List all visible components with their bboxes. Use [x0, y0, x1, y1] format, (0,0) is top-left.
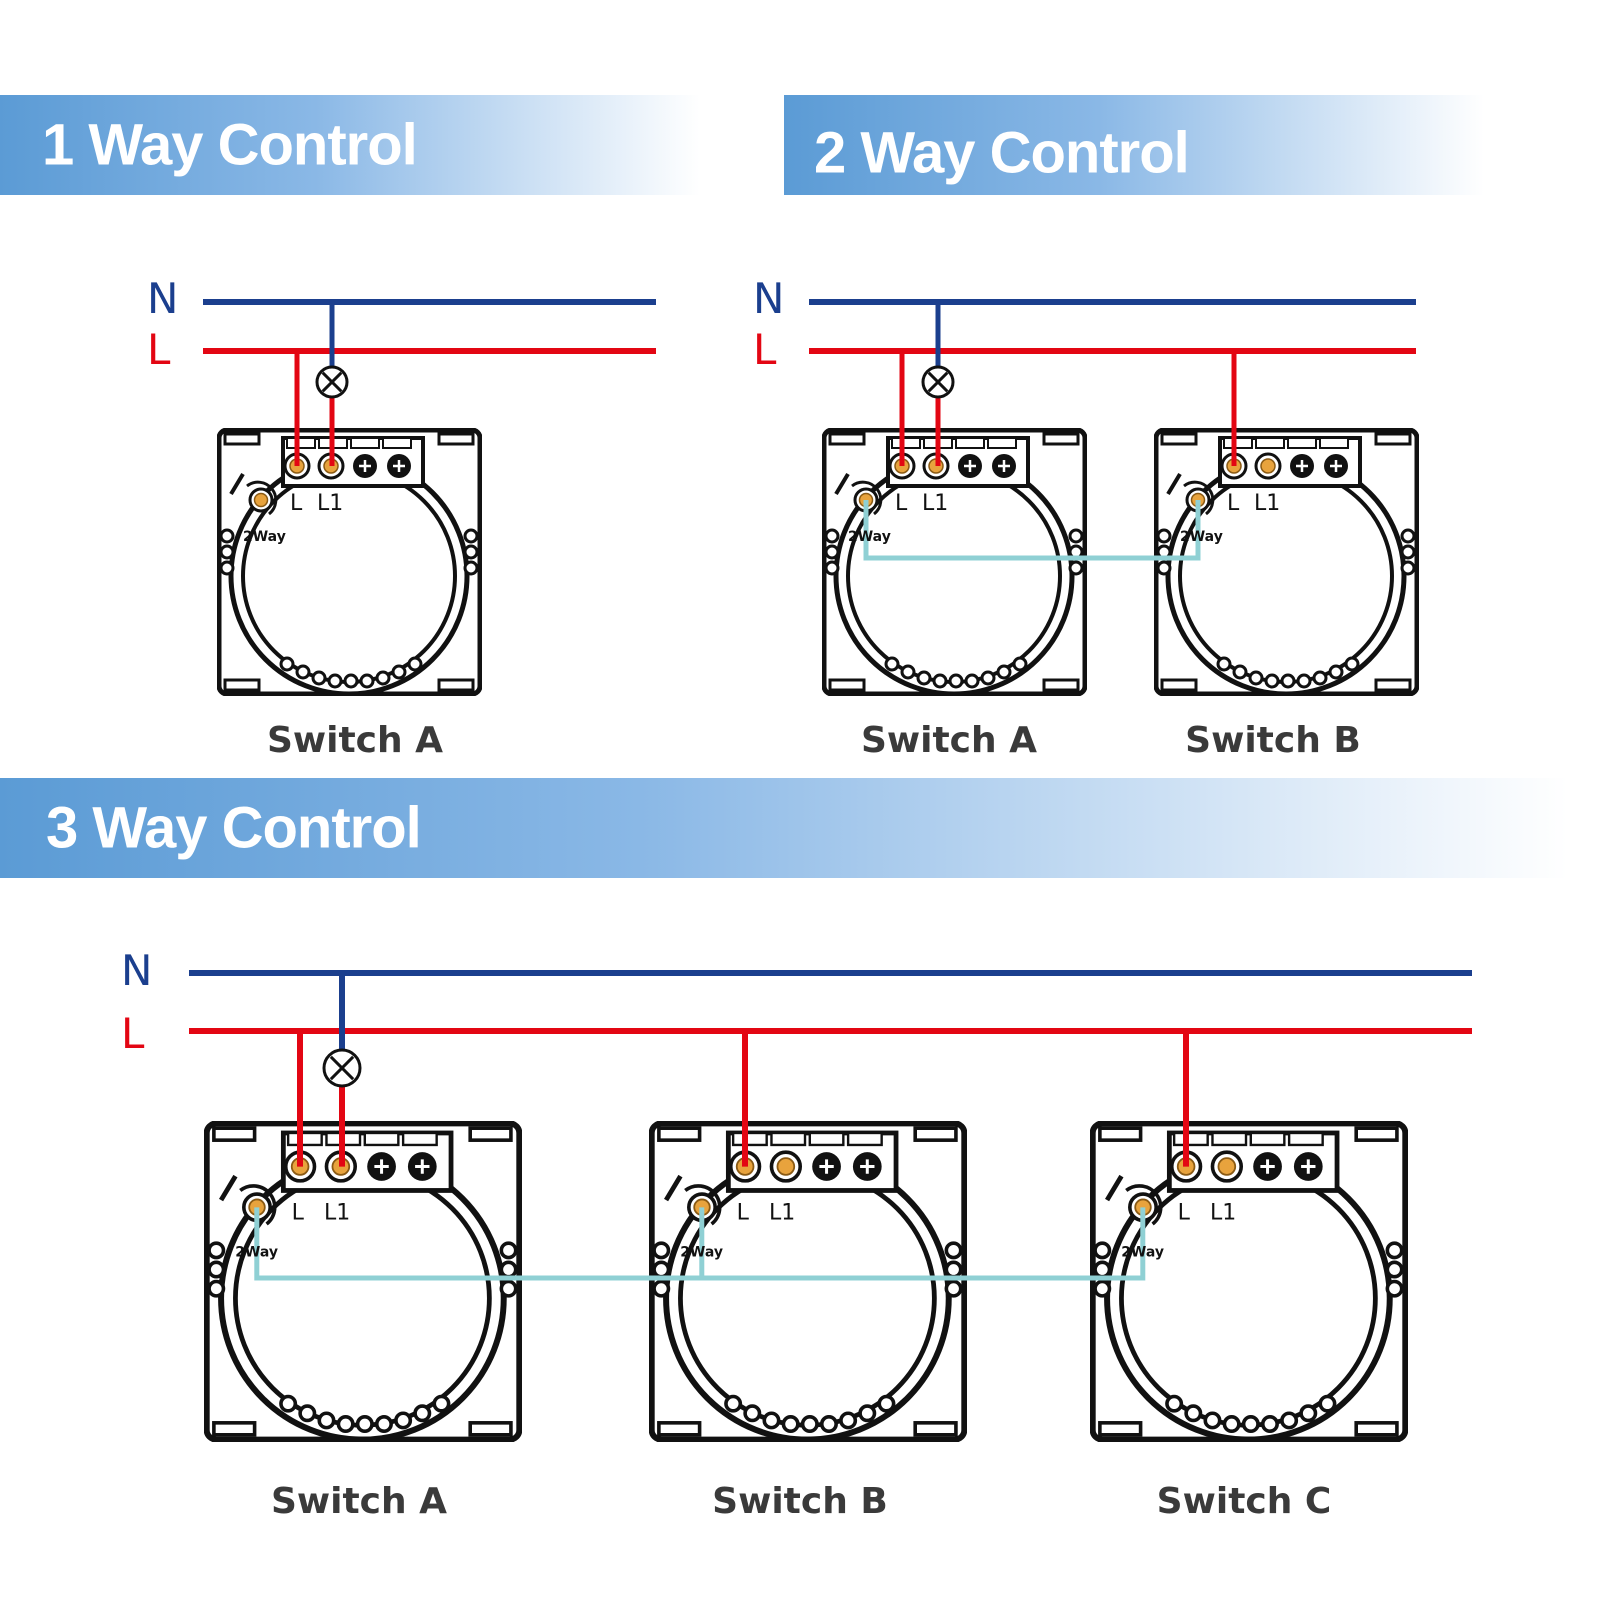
- terminal-label-l: L: [1227, 491, 1240, 516]
- section-banner-1way: 1 Way Control: [0, 95, 700, 195]
- terminal-label-2way: 2Way: [680, 1245, 723, 1261]
- section-title: 2 Way Control: [814, 120, 1190, 186]
- switch-module: [824, 430, 1085, 694]
- terminal-label-2way: 2Way: [1121, 1245, 1164, 1261]
- lamp-icon: [322, 1048, 362, 1088]
- section-banner-2way: 2 Way Control: [784, 95, 1484, 195]
- terminal-label-l1: L1: [317, 491, 343, 516]
- rail-label-n: N: [121, 946, 152, 995]
- switch-module: [219, 430, 480, 694]
- terminal-label-l1: L1: [769, 1200, 795, 1225]
- terminal-label-l1: L1: [1254, 491, 1280, 516]
- terminal-label-l: L: [895, 491, 908, 516]
- switch-label: Switch B: [1185, 720, 1361, 761]
- terminal-label-2way: 2Way: [1180, 529, 1223, 545]
- terminal-label-l: L: [1178, 1200, 1191, 1225]
- rail-label-l: L: [147, 325, 171, 374]
- terminal-label-l: L: [737, 1200, 750, 1225]
- terminal-label-2way: 2Way: [848, 529, 891, 545]
- terminal-label-l1: L1: [1210, 1200, 1236, 1225]
- switch-module: [1156, 430, 1417, 694]
- section-title: 3 Way Control: [46, 795, 422, 861]
- lamp-icon: [315, 365, 349, 399]
- terminal-label-l: L: [292, 1200, 305, 1225]
- switch-label: Switch A: [861, 720, 1037, 761]
- switch-label: Switch A: [271, 1481, 447, 1522]
- terminal-label-l1: L1: [324, 1200, 350, 1225]
- terminal-label-2way: 2Way: [235, 1245, 278, 1261]
- rail-label-l: L: [121, 1009, 145, 1058]
- lamp-icon: [921, 365, 955, 399]
- terminal-label-l1: L1: [922, 491, 948, 516]
- rail-label-l: L: [753, 325, 777, 374]
- switch-label: Switch A: [267, 720, 443, 761]
- switch-module: [207, 1123, 520, 1439]
- switch-module: [652, 1123, 965, 1439]
- section-banner-3way: 3 Way Control: [0, 778, 1600, 878]
- two-way-link-wire: [863, 500, 1201, 561]
- terminal-label-2way: 2Way: [243, 529, 286, 545]
- switch-module: [1093, 1123, 1406, 1439]
- switch-label: Switch C: [1157, 1481, 1332, 1522]
- rail-label-n: N: [753, 274, 784, 323]
- rail-label-n: N: [147, 274, 178, 323]
- terminal-label-l: L: [290, 491, 303, 516]
- switch-label: Switch B: [712, 1481, 888, 1522]
- section-title: 1 Way Control: [42, 112, 418, 178]
